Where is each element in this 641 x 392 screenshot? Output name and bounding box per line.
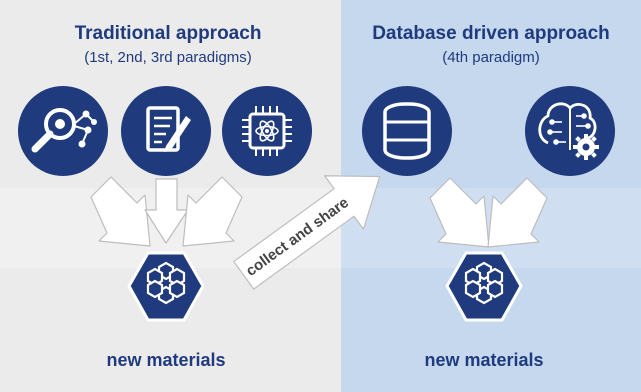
arrow-left-2: [144, 178, 189, 244]
left-bottom-label: new materials: [106, 350, 225, 370]
right-panel-title: Database driven approach: [372, 23, 610, 44]
microscope-analysis-icon: [18, 86, 108, 176]
left-panel-subtitle: (1st, 2nd, 3rd paradigms): [84, 49, 252, 66]
material-hexagon-right-icon: [445, 251, 523, 322]
arrow-right-2: [487, 177, 548, 248]
ai-brain-icon: [525, 86, 615, 176]
arrow-left-3: [182, 176, 243, 247]
gear-icon: [573, 134, 599, 160]
processor-chip-icon: [222, 86, 312, 176]
right-panel-subtitle: (4th paradigm): [442, 49, 540, 66]
material-hexagon-left-icon: [127, 251, 205, 322]
database-icon: [362, 86, 452, 176]
arrow-left-1: [90, 176, 151, 247]
arrow-right-1: [429, 177, 490, 248]
document-pen-icon: [121, 86, 211, 176]
left-panel-title: Traditional approach: [75, 23, 262, 44]
right-bottom-label: new materials: [424, 350, 543, 370]
